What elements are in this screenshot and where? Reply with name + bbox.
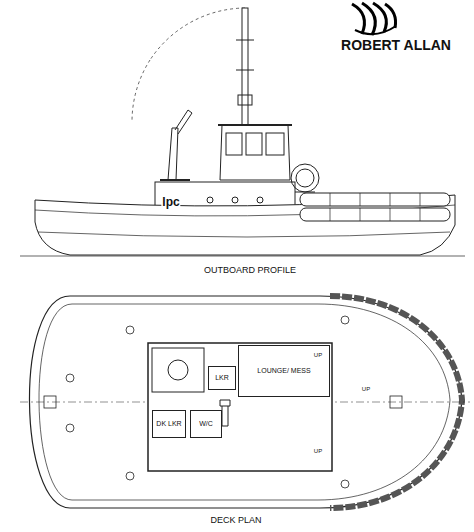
bitts [44,316,402,488]
room-name: LKR [215,374,229,382]
wc-room: W/C [190,410,222,438]
room-name: LOUNGE/ MESS [257,367,310,375]
crane [168,128,178,180]
deck-locker-room: DK LKR [152,410,186,438]
view-title: OUTBOARD PROFILE [203,266,297,275]
logo-mark [352,3,396,35]
locker-room: LKR [208,366,236,390]
winch [291,164,319,192]
stair-note: UP [313,352,323,358]
mast [242,8,248,126]
engine-casing [152,348,204,392]
stair-note: UP [361,386,371,392]
mast-arc [150,8,245,60]
view-title: DECK PLAN [209,516,262,525]
fenders [300,193,450,221]
waterline [20,256,465,257]
company-name: ROBERT ALLAN [340,38,452,52]
wheelhouse [220,125,290,180]
room-name: DK LKR [156,420,181,428]
room-name: W/C [199,420,213,428]
deck-outline [29,296,462,508]
operator-logo: lpc [161,196,180,208]
house-outline [148,343,332,471]
stair-note: UP [313,448,323,454]
